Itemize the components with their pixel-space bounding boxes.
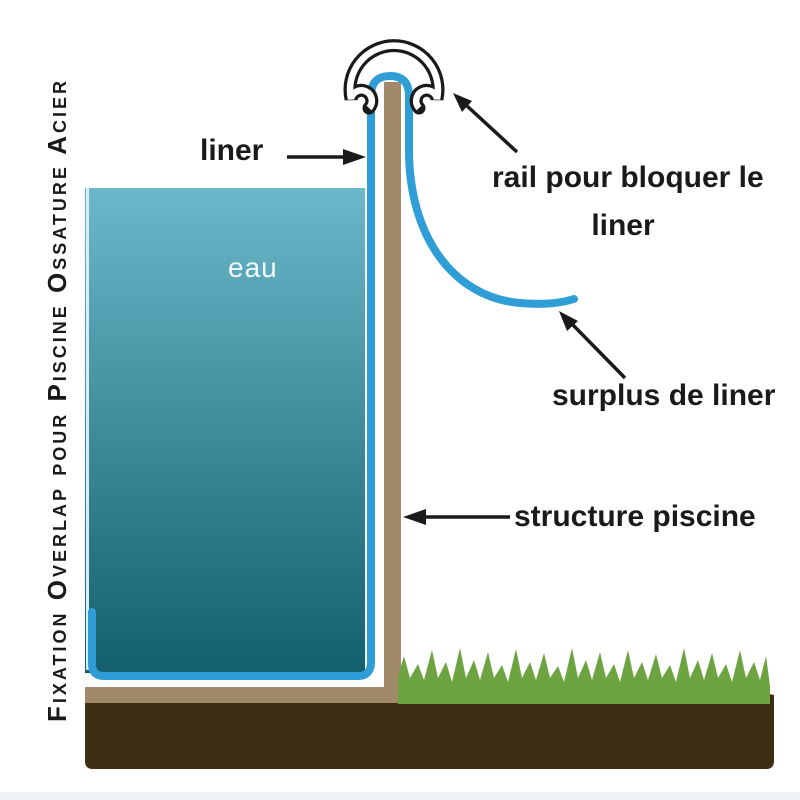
arrow-structure bbox=[403, 509, 510, 525]
footer-strip bbox=[0, 792, 800, 800]
soil bbox=[85, 690, 774, 769]
arrow-rail bbox=[453, 93, 519, 154]
liner-path bbox=[88, 72, 578, 680]
pool-wall bbox=[384, 82, 401, 703]
pool-floor bbox=[85, 687, 401, 703]
label-surplus: surplus de liner bbox=[552, 379, 776, 412]
water-label: eau bbox=[228, 252, 278, 283]
label-structure: structure piscine bbox=[514, 500, 756, 533]
label-rail-line1: rail pour bloquer le bbox=[492, 161, 764, 194]
rail-shape bbox=[343, 39, 445, 115]
label-liner: liner bbox=[200, 134, 264, 167]
annotation-arrows bbox=[287, 93, 627, 525]
arrow-liner bbox=[287, 149, 366, 165]
label-rail: rail pour bloquer le liner bbox=[492, 154, 764, 250]
label-rail-line2: liner bbox=[591, 209, 655, 242]
water bbox=[85, 188, 365, 673]
arrow-surplus bbox=[559, 311, 627, 380]
grass bbox=[398, 648, 770, 704]
